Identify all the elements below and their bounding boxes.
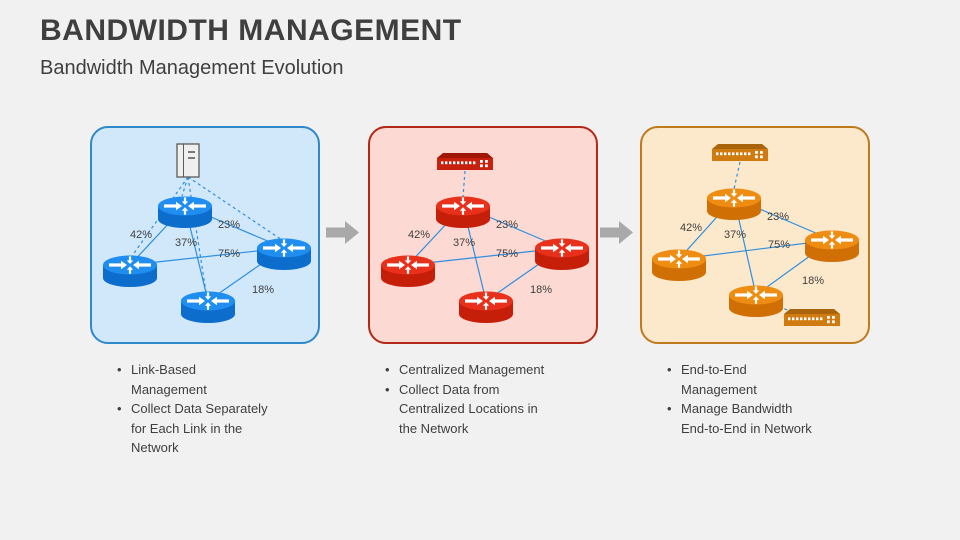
router-icon — [729, 285, 783, 317]
percent-label: 18% — [252, 284, 274, 296]
percent-label: 37% — [724, 229, 746, 241]
arrow-right-icon — [600, 221, 633, 244]
router-icon — [652, 249, 706, 281]
percent-label: 42% — [130, 229, 152, 241]
router-icon — [158, 196, 212, 228]
bullet-text: Centralized Management — [399, 362, 545, 377]
bullet-text: Manage Bandwidth End-to-End in Network — [681, 401, 812, 436]
bullet-list-end-to-end: End-to-End Management Manage Bandwidth E… — [666, 360, 861, 438]
router-icon — [535, 238, 589, 270]
percent-label: 75% — [218, 248, 240, 260]
percent-label: 18% — [802, 275, 824, 287]
panel-end-to-end: 42% 37% 23% 75% 18% — [640, 126, 870, 344]
percent-label: 75% — [496, 248, 518, 260]
router-icon — [257, 238, 311, 270]
bullet-list-centralized: Centralized Management Collect Data from… — [384, 360, 579, 438]
switch-icon — [784, 309, 840, 326]
percent-label: 42% — [680, 222, 702, 234]
router-icon — [805, 230, 859, 262]
bullet-item: Manage Bandwidth End-to-End in Network — [666, 399, 861, 438]
bullet-item: Centralized Management — [384, 360, 579, 380]
bullet-text: Collect Data from Centralized Locations … — [399, 381, 538, 436]
switch-link-lines — [462, 170, 466, 198]
server-icon — [176, 143, 200, 178]
bullet-text: Link-Based Management — [131, 362, 207, 397]
arrow-right-icon — [326, 221, 359, 244]
percent-label: 23% — [767, 211, 789, 223]
bullet-item: Link-Based Management — [116, 360, 311, 399]
slide-title: BANDWIDTH MANAGEMENT — [40, 14, 462, 47]
slide-subtitle: Bandwidth Management Evolution — [40, 57, 344, 79]
bullet-item: End-to-End Management — [666, 360, 861, 399]
network-diagram-centralized: 42% 37% 23% 75% 18% — [381, 153, 589, 323]
router-icon — [707, 188, 761, 220]
panel-link-based: 42% 37% 23% 75% 18% — [90, 126, 320, 344]
network-diagram-end-to-end: 42% 37% 23% 75% 18% — [652, 144, 859, 326]
router-icon — [381, 255, 435, 287]
percent-label: 37% — [175, 237, 197, 249]
router-icon — [181, 291, 235, 323]
percent-label: 42% — [408, 229, 430, 241]
slide-header: BANDWIDTH MANAGEMENT Bandwidth Managemen… — [40, 14, 462, 80]
bullet-list-link-based: Link-Based Management Collect Data Separ… — [116, 360, 311, 458]
network-diagram-link-based: 42% 37% 23% 75% 18% — [103, 143, 311, 323]
bullet-text: Collect Data Separately for Each Link in… — [131, 401, 268, 455]
panel-centralized: 42% 37% 23% 75% 18% — [368, 126, 598, 344]
switch-icon — [712, 144, 768, 161]
percent-label: 23% — [496, 219, 518, 231]
router-icon — [436, 196, 490, 228]
bullet-text: End-to-End Management — [681, 362, 757, 397]
percent-label: 75% — [768, 239, 790, 251]
bullet-item: Collect Data Separately for Each Link in… — [116, 399, 311, 458]
switch-icon — [437, 153, 493, 170]
router-icon — [459, 291, 513, 323]
router-icon — [103, 255, 157, 287]
percent-label: 23% — [218, 219, 240, 231]
percent-label: 37% — [453, 237, 475, 249]
percent-label: 18% — [530, 284, 552, 296]
bullet-item: Collect Data from Centralized Locations … — [384, 380, 579, 439]
